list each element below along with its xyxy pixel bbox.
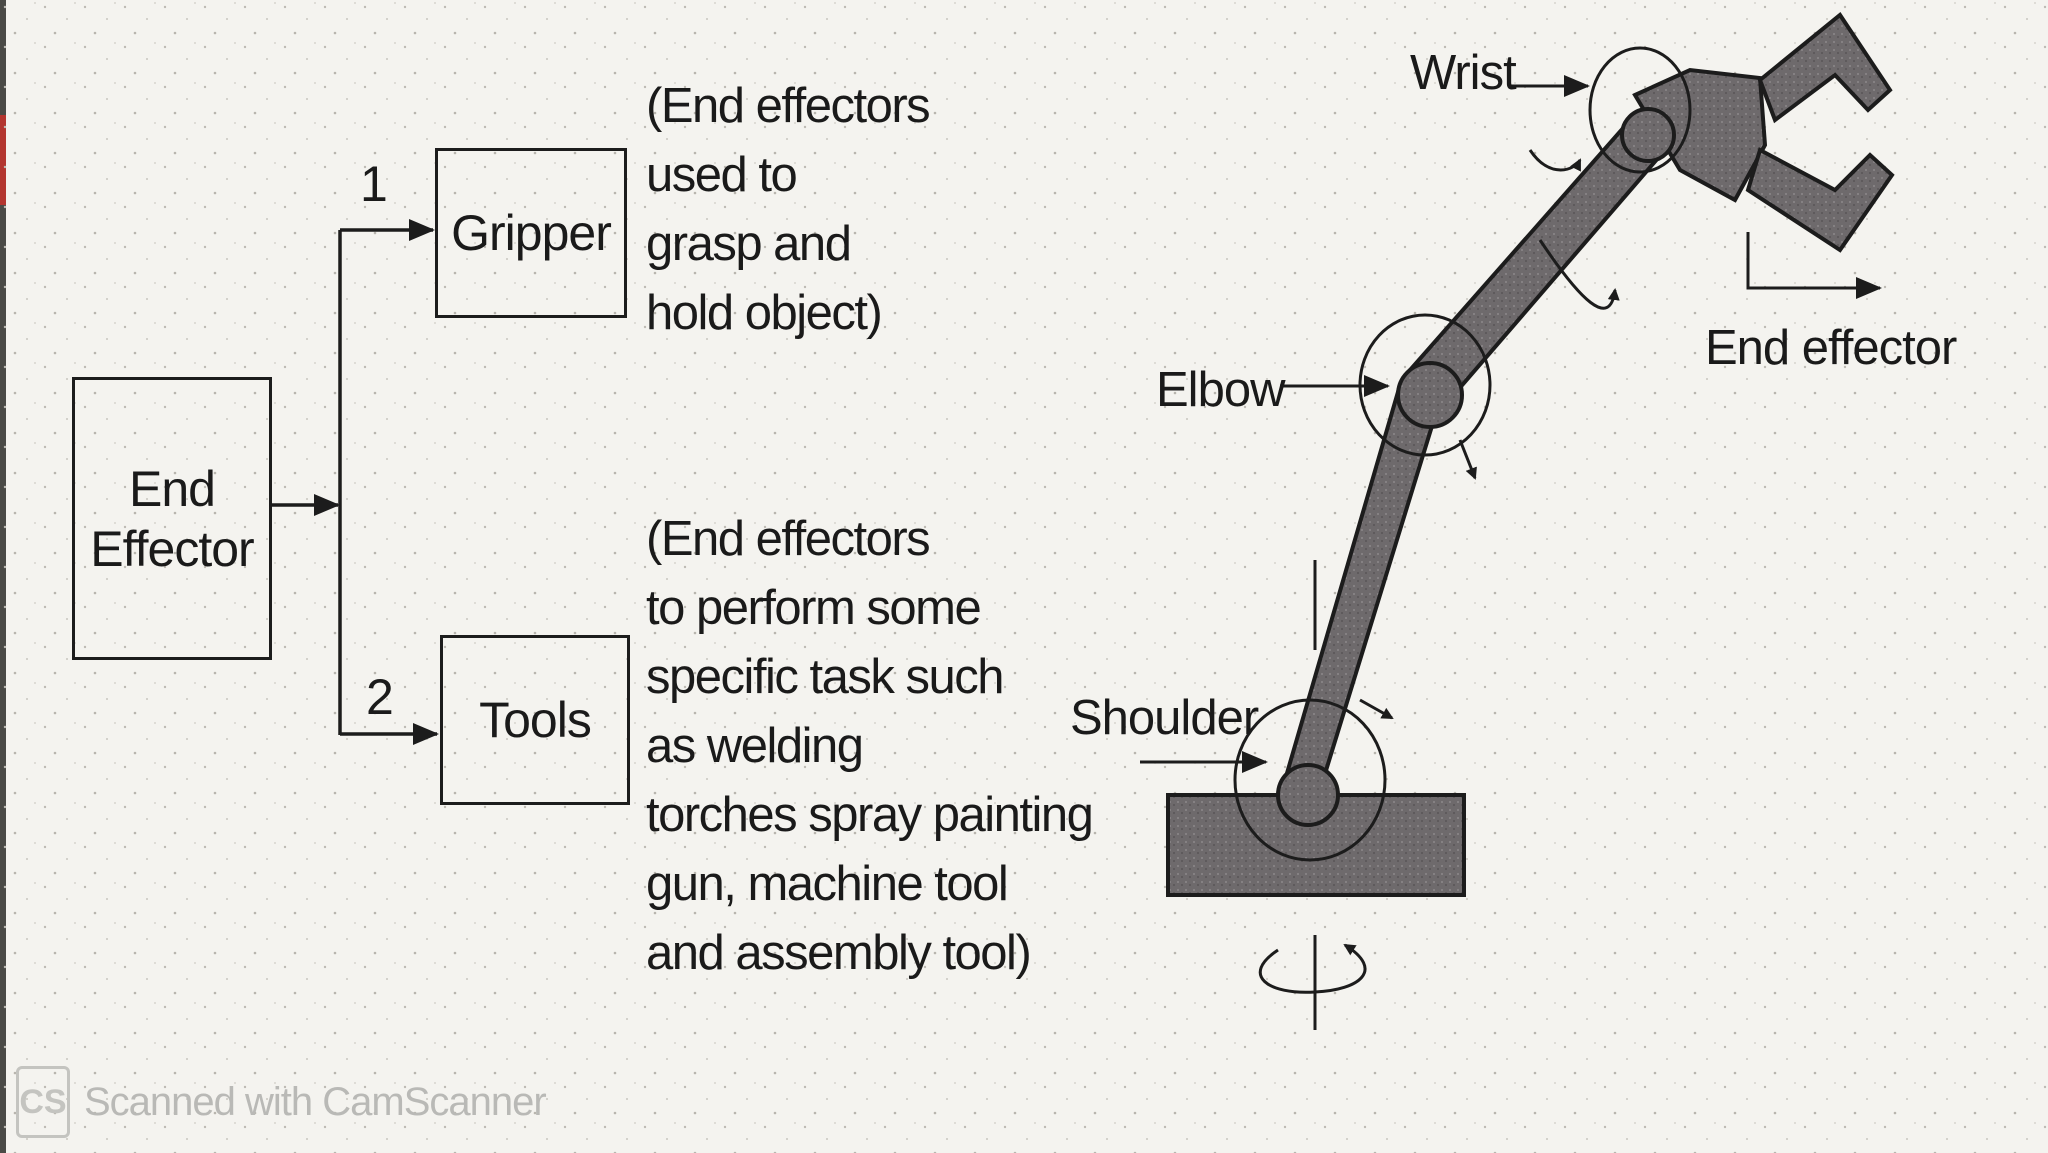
tools-box: Tools — [440, 635, 630, 805]
robot-wrist-block — [1632, 67, 1768, 203]
elbow-label: Elbow — [1156, 363, 1285, 417]
watermark-text: Scanned with CamScanner — [84, 1079, 547, 1124]
elbow-joint — [1396, 361, 1464, 429]
branch-number-2: 2 — [366, 669, 394, 725]
tools-box-label: Tools — [479, 692, 592, 748]
shoulder-joint — [1276, 763, 1340, 827]
tools-description: (End effectors to perform some specific … — [646, 512, 1094, 980]
gripper-finger-bottom — [1745, 147, 1895, 253]
label-arrows — [1140, 75, 1882, 773]
gripper-description: (End effectors used to grasp and hold ob… — [646, 79, 931, 340]
wrist-label: Wrist — [1410, 46, 1517, 100]
forearm-rotation-arrow — [1538, 239, 1620, 310]
gripper-box-label: Gripper — [451, 205, 612, 261]
end-effector-box-label: End Effector — [90, 460, 254, 577]
block-connectors — [270, 219, 439, 745]
forearm-twist-arrow — [1528, 149, 1582, 172]
elbow-pitch-arrow — [1458, 439, 1477, 480]
end-effector-label: End effector — [1705, 321, 1957, 375]
end-effector-box: End Effector — [72, 377, 272, 660]
shoulder-pitch-arrow — [1359, 698, 1394, 720]
end-effector-label-arrow — [1746, 232, 1882, 299]
camscanner-watermark: CS Scanned with CamScanner — [16, 1066, 547, 1138]
shoulder-label: Shoulder — [1070, 691, 1259, 745]
gripper-finger-top — [1757, 12, 1893, 124]
wrist-rotation-arc — [1588, 46, 1692, 174]
robot-arm — [1166, 12, 1895, 897]
wrist-joint — [1620, 107, 1676, 163]
gripper-box: Gripper — [435, 148, 627, 318]
branch-number-1: 1 — [360, 156, 388, 212]
camscanner-logo-icon: CS — [16, 1066, 70, 1138]
shoulder-rotation-arc — [1233, 698, 1387, 862]
